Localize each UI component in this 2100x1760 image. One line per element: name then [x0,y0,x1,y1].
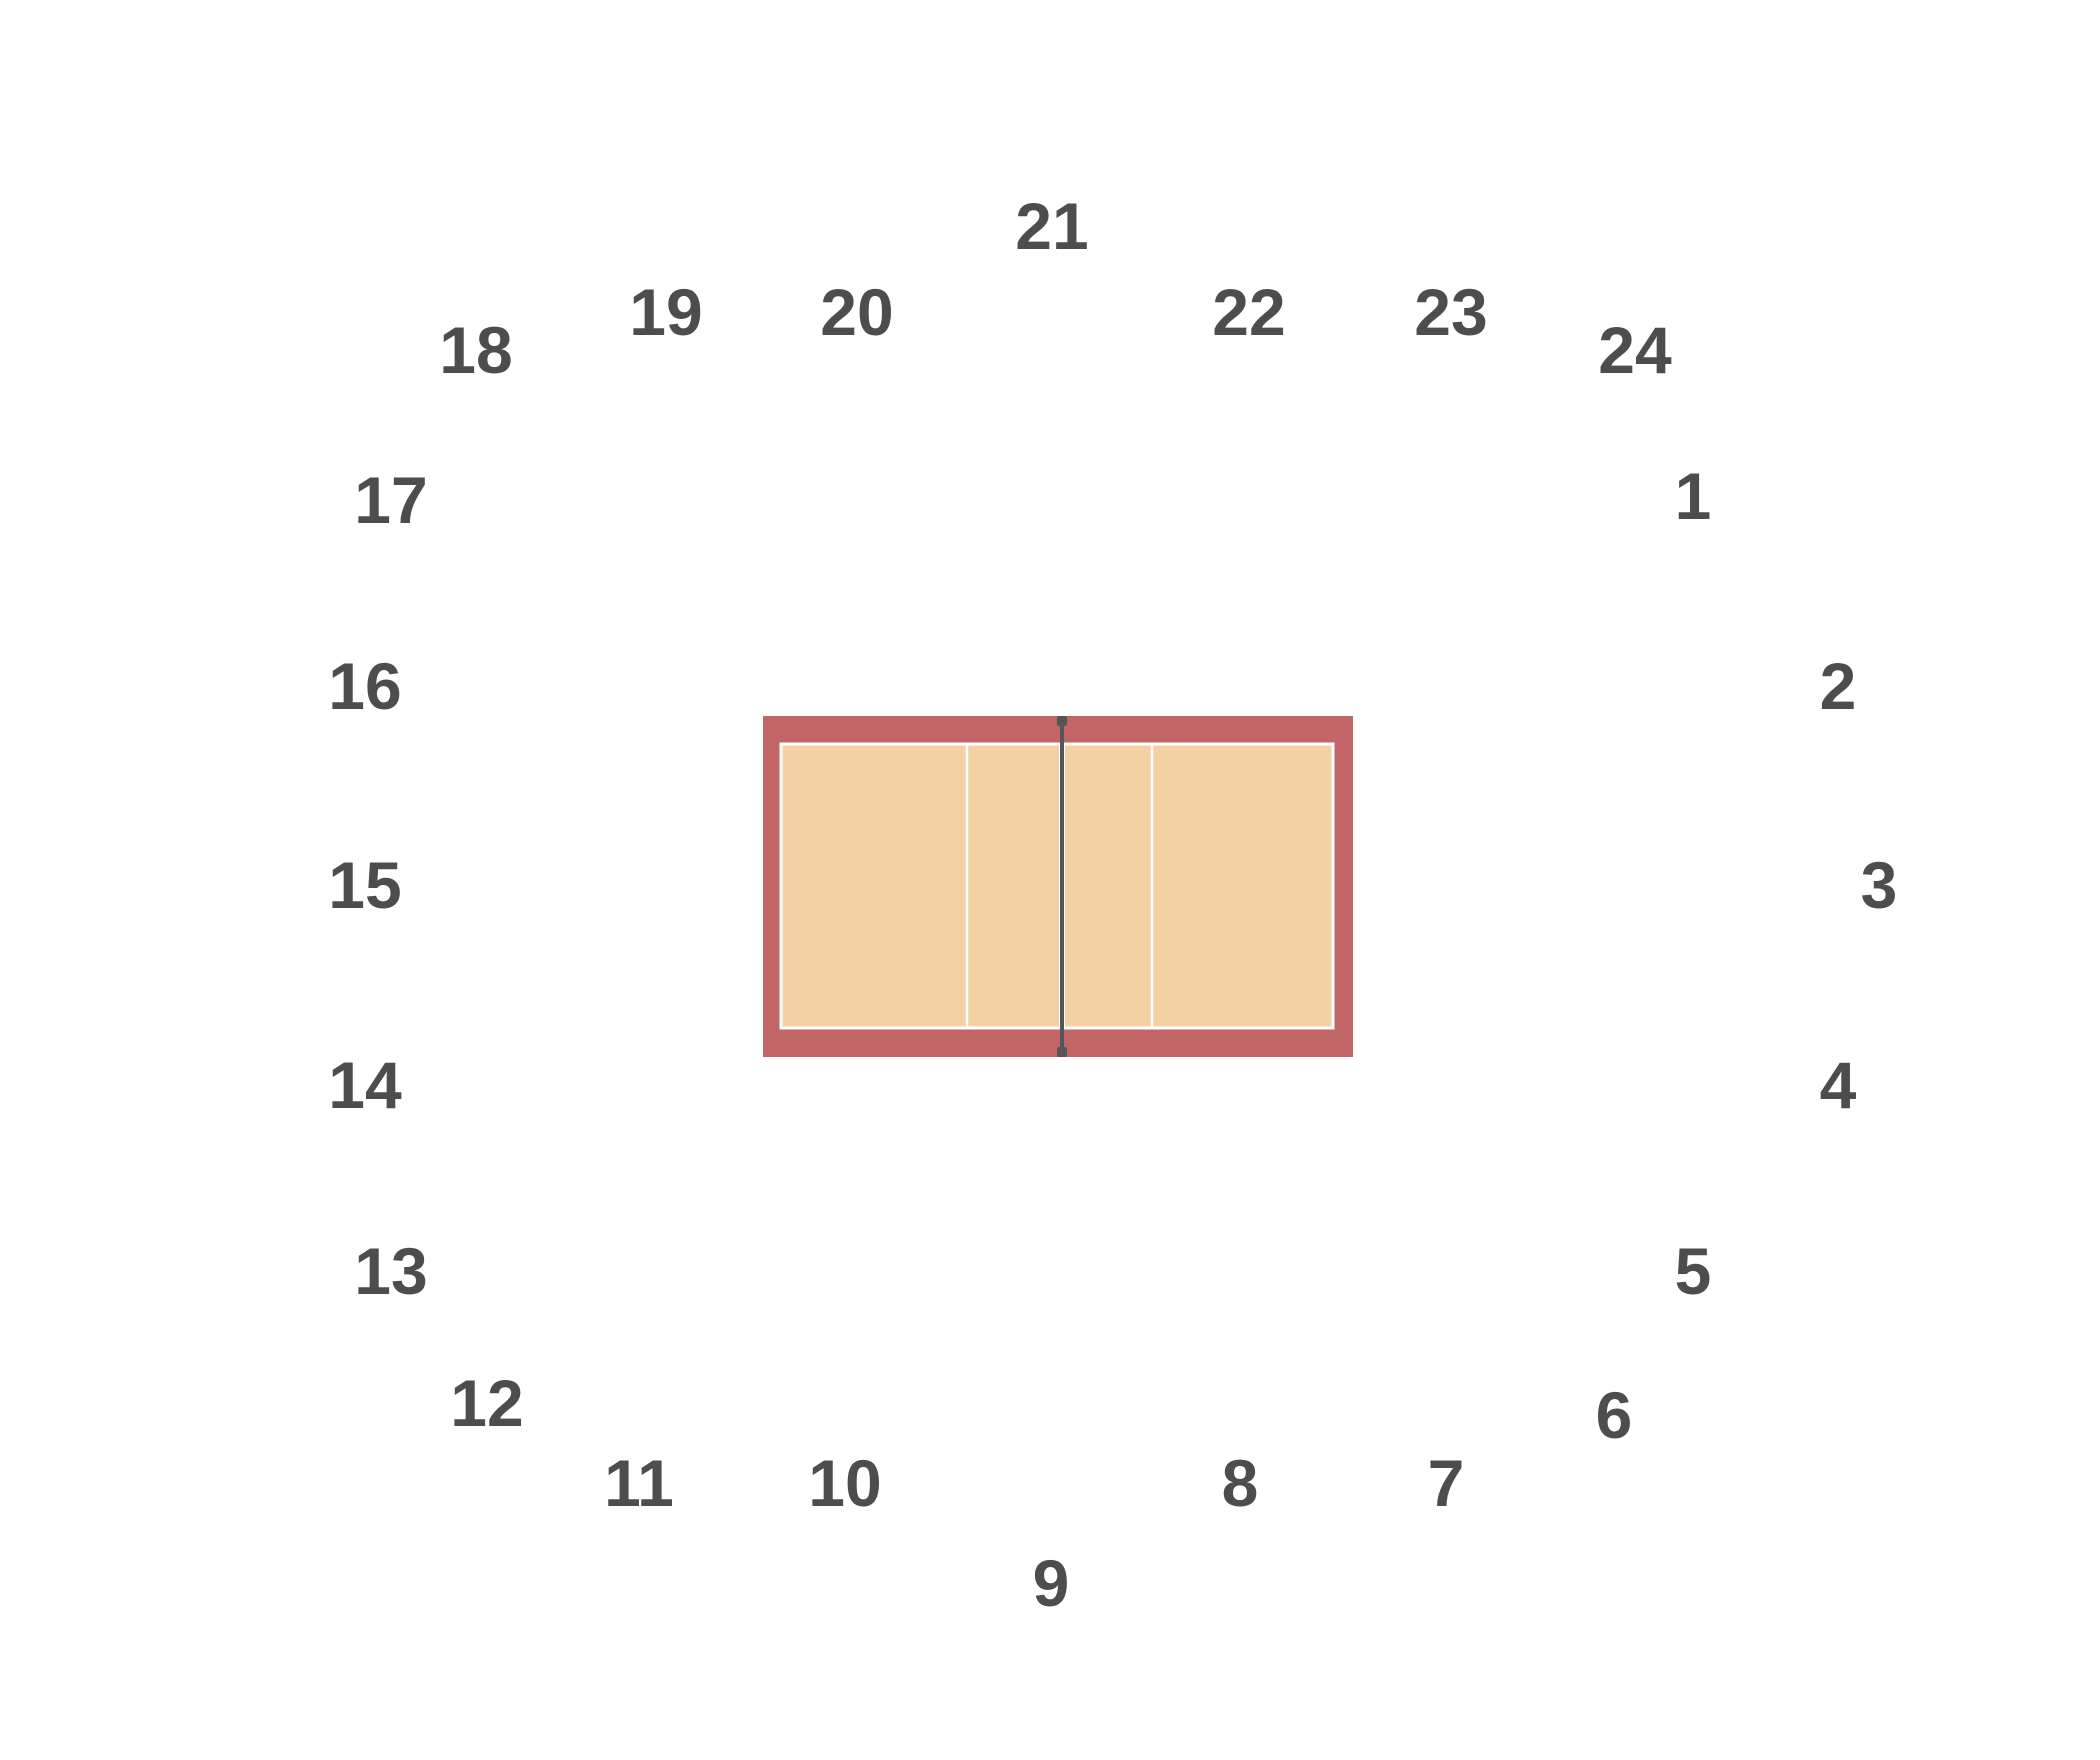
section-label[interactable]: 14 [328,1048,402,1122]
section-label[interactable]: 20 [820,275,893,349]
volleyball-court [763,716,1353,1057]
section-labels: 1 2 3 4 5 6 7 8 9 10 11 12 13 14 15 16 1… [328,189,1897,1620]
section-label[interactable]: 11 [604,1446,674,1520]
section-label[interactable]: 15 [328,848,401,922]
section-label[interactable]: 6 [1596,1378,1633,1452]
section-label[interactable]: 1 [1675,459,1712,533]
section-label[interactable]: 24 [1598,313,1672,387]
section-label[interactable]: 3 [1861,848,1898,922]
section-label[interactable]: 17 [354,463,427,537]
net-post-bottom [1057,1047,1067,1057]
court-floor [781,744,1333,1028]
section-label[interactable]: 7 [1428,1446,1465,1520]
section-label[interactable]: 2 [1820,649,1857,723]
section-label[interactable]: 8 [1222,1446,1259,1520]
section-label[interactable]: 23 [1414,275,1487,349]
section-label[interactable]: 21 [1015,189,1088,263]
net-post-top [1057,716,1067,726]
section-label[interactable]: 12 [450,1366,523,1440]
section-label[interactable]: 18 [439,313,512,387]
volleyball-net-icon [1057,716,1067,1057]
section-label[interactable]: 19 [629,275,702,349]
section-label[interactable]: 22 [1212,275,1285,349]
section-label[interactable]: 4 [1820,1048,1857,1122]
section-label[interactable]: 5 [1675,1234,1712,1308]
section-label[interactable]: 16 [328,649,401,723]
section-label[interactable]: 10 [808,1446,881,1520]
section-label[interactable]: 9 [1033,1546,1070,1620]
court-boundary-line [779,742,1335,1030]
section-label[interactable]: 13 [354,1234,427,1308]
